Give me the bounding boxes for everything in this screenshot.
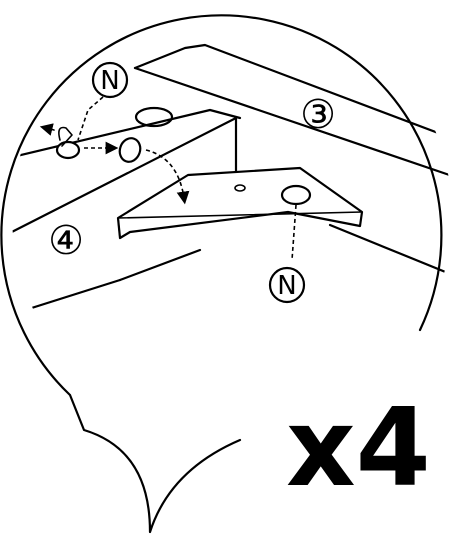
corner-bracket bbox=[118, 168, 362, 238]
zoomed-detail bbox=[0, 45, 465, 318]
label-N-bottom: N bbox=[270, 268, 304, 302]
panel-right-edge-1 bbox=[330, 225, 465, 282]
screw-head-on-bracket bbox=[282, 186, 310, 204]
label-part-4: ④ bbox=[48, 218, 84, 264]
panel-4-inner-edge bbox=[120, 250, 200, 280]
dash-N-to-screw bbox=[78, 97, 103, 140]
label-N-bottom-text: N bbox=[277, 271, 296, 301]
label-N-top-text: N bbox=[100, 66, 119, 96]
panel-4-bottom-edge bbox=[0, 280, 120, 318]
label-N-top: N bbox=[93, 63, 127, 97]
quantity-label: x4 bbox=[286, 386, 431, 511]
cap-plug bbox=[116, 135, 143, 164]
cam-screw-icon bbox=[46, 128, 79, 159]
label-part-3: ③ bbox=[300, 92, 336, 138]
